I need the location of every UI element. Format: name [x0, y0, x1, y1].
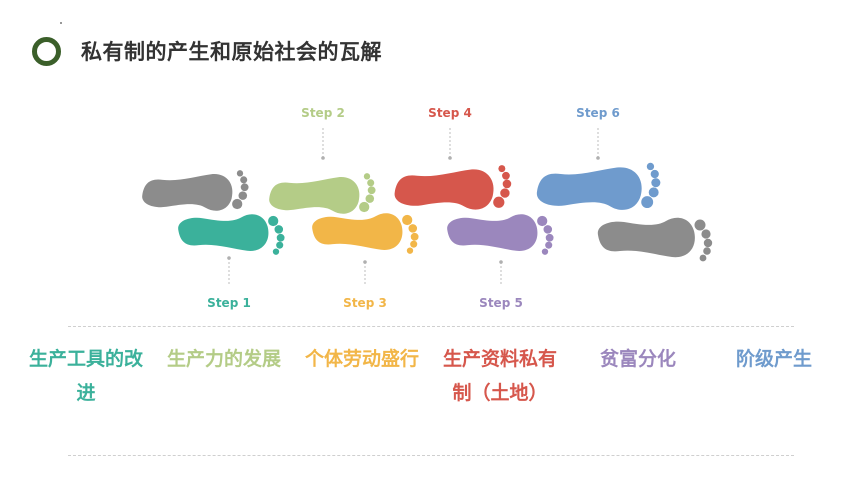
footprint-icon-step-1 — [178, 214, 285, 255]
caption-private-ownership: 生产资料私有制（土地） — [442, 348, 557, 404]
caption-tool-improvement: 生产工具的改进 — [28, 348, 143, 404]
footprint-icon-step-3 — [312, 213, 419, 254]
footprint-icon-step-2 — [269, 173, 376, 214]
dot-mark — [60, 22, 62, 24]
caption-wealth-gap: 贫富分化 — [599, 348, 676, 370]
step-5-label: Step 5 — [479, 296, 523, 310]
footprint-icon-gray-1 — [142, 170, 249, 211]
step-4-label: Step 4 — [428, 106, 472, 120]
bottom-divider — [68, 455, 794, 456]
footprint-icon-step-5 — [447, 214, 554, 255]
footprint-icon-gray-2 — [597, 217, 713, 262]
page-title: 私有制的产生和原始社会的瓦解 — [81, 40, 382, 64]
step-6-label: Step 6 — [576, 106, 620, 120]
step-2-label: Step 2 — [301, 106, 345, 120]
caption-productivity: 生产力的发展 — [166, 348, 281, 370]
title-ring-icon — [32, 37, 61, 66]
step-1-label: Step 1 — [207, 296, 251, 310]
caption-class-formation: 阶级产生 — [735, 348, 812, 370]
footprint-icon-step-6 — [536, 162, 661, 210]
step-3-label: Step 3 — [343, 296, 387, 310]
footprint-icon-step-4 — [394, 165, 512, 210]
top-divider — [68, 326, 794, 327]
caption-individual-labor: 个体劳动盛行 — [304, 348, 419, 370]
footprints-diagram — [142, 128, 713, 286]
step-connectors — [227, 128, 600, 286]
